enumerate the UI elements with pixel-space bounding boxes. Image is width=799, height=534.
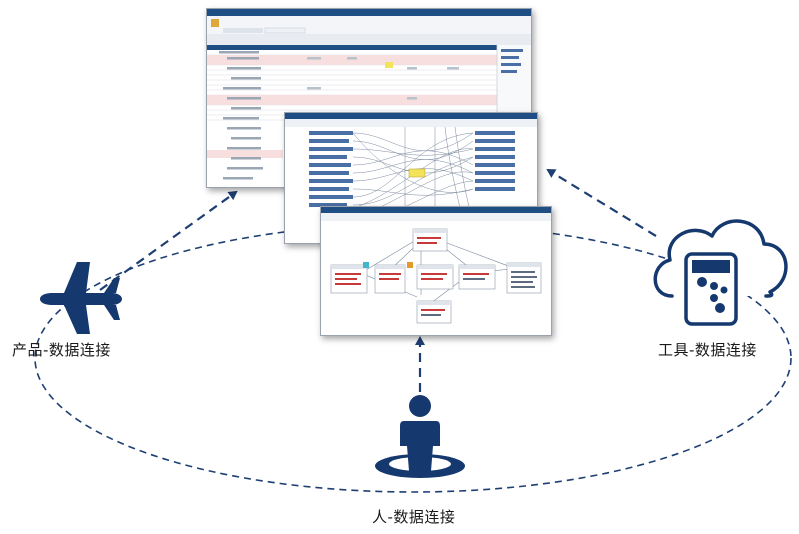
lineage-thumbnail [285,113,537,234]
cloud-calculator-icon [653,219,788,326]
arrow-tool [546,168,657,237]
arrow-product [99,190,238,291]
airplane-icon [40,262,122,334]
label-product-data-connection: 产品-数据连接 [12,341,111,359]
flow-thumbnail [321,207,551,324]
label-person-data-connection: 人-数据连接 [372,508,456,526]
person-icon [375,395,465,478]
screenshot-flow-diagram [320,206,552,336]
label-tool-data-connection: 工具-数据连接 [658,341,757,359]
